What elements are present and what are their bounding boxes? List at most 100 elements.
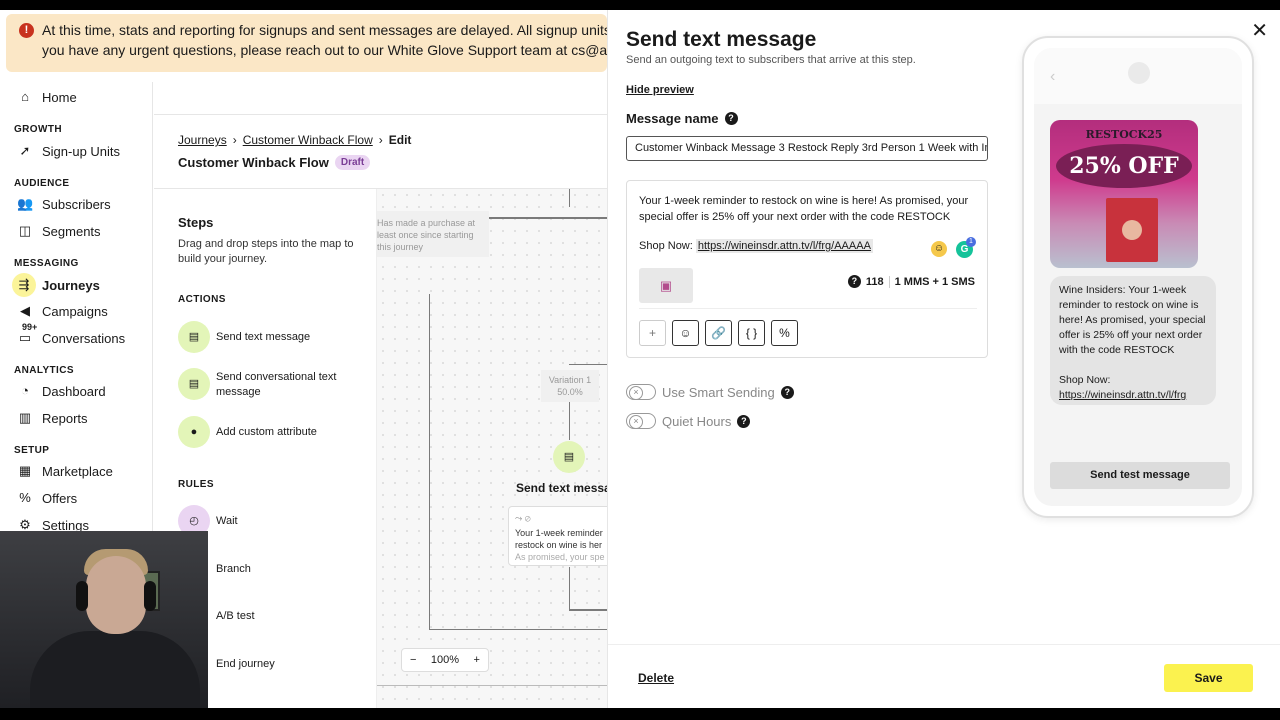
bubble-url: https://wineinsdr.attn.tv/l/frg xyxy=(1059,389,1187,401)
conversations-badge: 99+ xyxy=(22,322,38,332)
variation-label: Variation 1 xyxy=(548,375,592,385)
person-icon: ● xyxy=(178,416,210,448)
rocket-icon: ➚ xyxy=(19,143,31,158)
node-preview-card[interactable]: ⤳ ⊘ Your 1-week reminder restock on wine… xyxy=(508,506,607,566)
breadcrumb-journeys-link[interactable]: Journeys xyxy=(178,133,227,147)
step-branch[interactable]: Branch xyxy=(178,553,368,587)
mms-image: RESTOCK25 25% OFF xyxy=(1050,120,1198,268)
sidebar-item-signup-units[interactable]: ➚ Sign-up Units xyxy=(0,138,153,164)
actions-label: ACTIONS xyxy=(178,294,226,305)
breadcrumb-flow-link[interactable]: Customer Winback Flow xyxy=(242,133,373,147)
message-icon[interactable]: ▤ xyxy=(553,441,585,473)
sidebar-item-marketplace[interactable]: ▦ Marketplace xyxy=(0,458,153,484)
segment-count: 1 MMS + 1 SMS xyxy=(894,275,975,288)
chevron-right-icon: › xyxy=(232,133,237,147)
discount-icon[interactable]: % xyxy=(771,320,798,346)
connector-line xyxy=(429,294,430,629)
save-button[interactable]: Save xyxy=(1164,664,1253,692)
quiet-hours-toggle[interactable] xyxy=(626,413,656,429)
step-label: Send text message xyxy=(216,331,311,343)
message-name-label: Message name ? xyxy=(626,111,738,126)
canvas-divider xyxy=(377,685,607,686)
editor-divider xyxy=(639,308,977,309)
message-count: ? 118 1 MMS + 1 SMS xyxy=(847,275,975,288)
sidebar-item-label: Home xyxy=(42,89,77,105)
sidebar-item-offers[interactable]: % Offers xyxy=(0,485,153,511)
help-icon[interactable]: ? xyxy=(780,385,794,399)
node-title[interactable]: Send text messa xyxy=(516,481,607,495)
sidebar-item-label: Sign-up Units xyxy=(42,143,121,159)
smart-sending-toggle[interactable] xyxy=(626,384,656,400)
link-icon[interactable]: 🔗 xyxy=(705,320,732,346)
back-icon: ‹ xyxy=(1050,68,1056,85)
variation-card[interactable]: Variation 1 50.0% xyxy=(541,370,599,402)
help-icon[interactable]: ? xyxy=(737,414,751,428)
sidebar-item-home[interactable]: ⌂ Home xyxy=(0,84,153,110)
hide-preview-link[interactable]: Hide preview xyxy=(626,84,694,96)
gear-icon: ⚙ xyxy=(19,517,31,532)
condition-card[interactable]: Has made a purchase at least once since … xyxy=(377,211,489,257)
sidebar-item-conversations[interactable]: ▭ Conversations xyxy=(0,325,153,351)
panel-subtitle: Send an outgoing text to subscribers tha… xyxy=(626,54,916,66)
journey-canvas[interactable]: Has made a purchase at least once since … xyxy=(376,189,607,708)
section-setup: SETUP xyxy=(14,445,50,456)
sidebar-item-settings[interactable]: ⚙ Settings xyxy=(0,512,153,538)
zoom-in-button[interactable]: + xyxy=(473,654,480,666)
avatar xyxy=(1128,62,1150,84)
sidebar-item-label: Offers xyxy=(42,490,78,506)
percent-icon: % xyxy=(19,490,31,505)
header-divider xyxy=(154,114,607,115)
smart-sending-label: Use Smart Sending xyxy=(662,384,775,400)
step-custom-attribute[interactable]: ● Add custom attribute xyxy=(178,416,368,450)
quiet-hours-row: Quiet Hours ? xyxy=(626,413,751,429)
sidebar-item-reports[interactable]: ▥ Reports xyxy=(0,405,153,431)
sidebar-item-campaigns[interactable]: ◀ Campaigns xyxy=(0,298,153,324)
node-preview-line: Your 1-week reminder xyxy=(515,528,603,538)
home-icon: ⌂ xyxy=(21,89,29,104)
step-label: Branch xyxy=(216,563,251,575)
mms-offer: 25% OFF xyxy=(1056,144,1192,188)
delete-button[interactable]: Delete xyxy=(638,671,675,685)
sidebar-item-label: Journeys xyxy=(42,277,100,293)
step-ab-test[interactable]: A/B test xyxy=(178,600,368,634)
variable-icon[interactable]: { } xyxy=(738,320,765,346)
mms-image-thumbnail[interactable]: ▣ xyxy=(639,268,693,303)
message-editor[interactable]: Your 1-week reminder to restock on wine … xyxy=(626,180,988,358)
message-name-input[interactable]: Customer Winback Message 3 Restock Reply… xyxy=(626,136,988,161)
step-end-journey[interactable]: End journey xyxy=(178,648,368,682)
step-send-conversational[interactable]: ▤ Send conversational text message xyxy=(178,368,368,402)
step-send-text[interactable]: ▤ Send text message xyxy=(178,321,368,355)
bubble-text: Wine Insiders: Your 1-week reminder to r… xyxy=(1059,284,1206,356)
breadcrumb-current: Edit xyxy=(388,133,412,147)
sidebar-item-label: Campaigns xyxy=(42,303,108,319)
sidebar-item-subscribers[interactable]: 👥 Subscribers xyxy=(0,191,153,217)
close-icon[interactable]: ✕ xyxy=(1251,20,1268,42)
variation-percent: 50.0% xyxy=(557,387,583,397)
app-window: ! At this time, stats and reporting for … xyxy=(0,10,1280,708)
sidebar-item-label: Segments xyxy=(42,223,101,239)
shop-url[interactable]: https://wineinsdr.attn.tv/l/frg/AAAAA xyxy=(695,239,873,253)
sidebar-item-segments[interactable]: ◫ Segments xyxy=(0,218,153,244)
node-preview-line: As promised, your spe xyxy=(515,552,605,562)
step-label: Add custom attribute xyxy=(216,426,317,438)
steps-divider xyxy=(154,188,607,189)
sidebar-item-journeys[interactable]: ⇶ Journeys xyxy=(0,272,153,298)
help-icon[interactable]: ? xyxy=(847,275,861,288)
message-body[interactable]: Your 1-week reminder to restock on wine … xyxy=(639,195,969,223)
grammarly-count: 1 xyxy=(966,237,976,247)
add-icon[interactable]: + xyxy=(639,320,666,346)
emoji-icon[interactable]: ☺ xyxy=(931,241,947,257)
send-test-button[interactable]: Send test message xyxy=(1050,462,1230,489)
connector-line xyxy=(429,629,607,630)
grid-icon: ▦ xyxy=(18,463,32,478)
wine-box-image xyxy=(1106,198,1158,262)
delay-warning-banner: ! At this time, stats and reporting for … xyxy=(6,14,607,72)
step-label: Wait xyxy=(216,515,238,527)
emoji-button-icon[interactable]: ☺ xyxy=(672,320,699,346)
zoom-level: 100% xyxy=(430,654,460,666)
help-icon[interactable]: ? xyxy=(724,112,738,125)
zoom-out-button[interactable]: − xyxy=(410,654,417,666)
character-count: 118 xyxy=(865,275,884,288)
sidebar-item-dashboard[interactable]: ◔ Dashboard xyxy=(0,378,153,404)
shop-line: Shop Now: https://wineinsdr.attn.tv/l/fr… xyxy=(639,239,873,253)
